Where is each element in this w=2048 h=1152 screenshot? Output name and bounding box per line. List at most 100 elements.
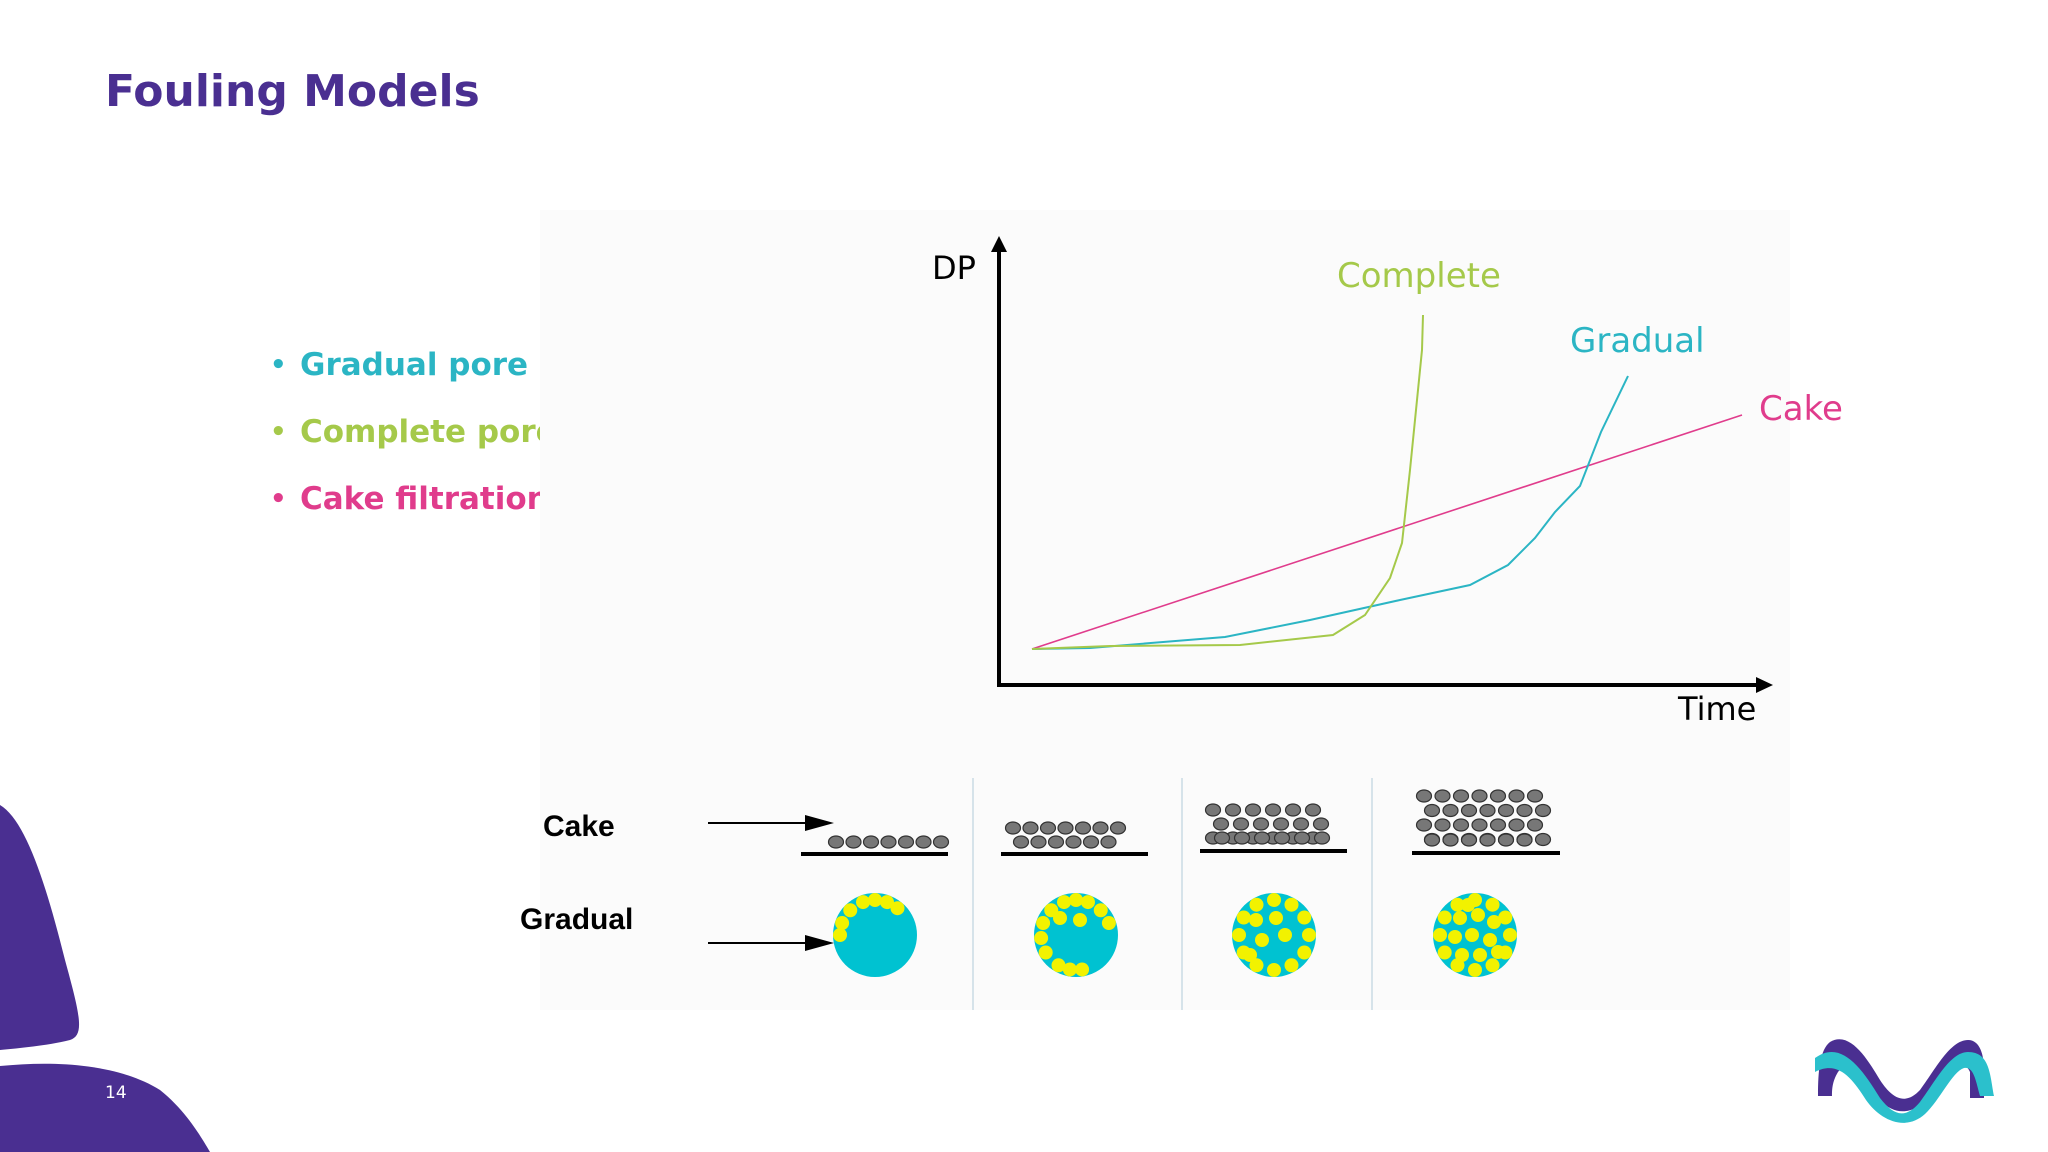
cake-particle — [932, 835, 950, 849]
cake-particle — [845, 835, 862, 849]
cake-particle — [1292, 817, 1310, 831]
cake-particle — [1092, 821, 1109, 835]
cake-particle — [1442, 803, 1459, 818]
cake-particle — [1479, 803, 1496, 818]
cake-particle — [1212, 817, 1230, 831]
cake-particle — [1479, 833, 1496, 847]
pore-particle — [1448, 930, 1462, 944]
pore-particle — [1267, 893, 1281, 907]
cake-particle — [1047, 835, 1065, 849]
pore-particle — [1267, 963, 1281, 977]
m-logo-icon — [1815, 1039, 1994, 1123]
pore-particle — [1503, 928, 1517, 942]
pore-particle — [1465, 928, 1479, 942]
cake-particle — [1252, 817, 1270, 831]
y-axis-label: DP — [932, 249, 976, 287]
pore-particle — [1255, 933, 1269, 947]
cake-particle — [1244, 803, 1262, 817]
pore-particle — [833, 928, 847, 942]
pore-particle — [1249, 913, 1263, 927]
pore-particle — [1498, 910, 1513, 925]
cake-particle — [1022, 821, 1039, 835]
cake-particle — [1497, 833, 1515, 847]
pore-particle — [1075, 962, 1090, 977]
pore-particle — [1433, 928, 1447, 942]
pore-particle — [1101, 916, 1116, 931]
cake-particle — [1204, 803, 1222, 817]
pore-particle — [1236, 910, 1251, 925]
cake-particle — [1460, 803, 1478, 818]
slide-title: Fouling Models — [105, 66, 480, 117]
cake-particle — [1497, 803, 1515, 818]
cake-particle — [1100, 835, 1117, 849]
pore-particle — [868, 893, 882, 907]
pore-particle — [1034, 931, 1049, 946]
cake-particle — [1065, 835, 1082, 849]
cake-particle — [1508, 818, 1525, 832]
cake-particle — [1213, 831, 1231, 845]
pore-particle — [1487, 915, 1501, 929]
pore-particles — [833, 893, 1517, 977]
pore-particle — [1069, 893, 1083, 907]
cake-particle — [1434, 789, 1451, 803]
cake-particle — [862, 835, 880, 849]
bullet-cake: • Cake filtration — [266, 474, 722, 541]
pore-particle — [1038, 945, 1053, 960]
cake-particle — [1030, 835, 1047, 849]
cake-particle — [1452, 789, 1470, 803]
cake-particle — [1293, 831, 1311, 845]
cake-particle — [1434, 818, 1451, 832]
cake-particle — [1534, 832, 1552, 847]
pore-particle — [1297, 910, 1312, 925]
gradual-row-arrowhead — [805, 935, 834, 951]
cake-particle — [880, 835, 897, 849]
pore-particle — [1278, 928, 1292, 942]
cake-particle — [1264, 803, 1282, 817]
pore-particle — [1485, 958, 1500, 973]
complete-curve-label: Complete — [1337, 256, 1501, 296]
decorative-shape-upper — [0, 805, 80, 1050]
pore-particle — [1249, 897, 1264, 912]
cake-particle — [1039, 821, 1057, 835]
cake-particle — [827, 835, 845, 849]
cake-particle — [1284, 803, 1302, 817]
pore-particle — [1232, 928, 1246, 942]
pore-particle — [1284, 897, 1299, 912]
cake-particle — [1253, 831, 1271, 845]
cake-particle — [1224, 803, 1242, 817]
cake-particle — [1233, 831, 1251, 845]
cake-curve-label: Cake — [1759, 389, 1843, 429]
bullet-dot: • — [270, 417, 287, 447]
pore-particle — [1437, 945, 1452, 960]
cake-particle — [1516, 833, 1533, 847]
cake-particle — [915, 835, 932, 849]
pore-particle — [1080, 895, 1095, 910]
cake-particle — [1082, 835, 1100, 849]
cake-particle — [1526, 789, 1544, 803]
pore-particle — [879, 895, 894, 910]
background-panel — [540, 210, 1790, 1010]
cake-curve — [1031, 414, 1743, 650]
pore-particle — [1243, 948, 1257, 962]
cake-particle — [1471, 789, 1488, 803]
cake-particle — [1057, 821, 1074, 835]
pore-particle — [1450, 897, 1465, 912]
pore-particle — [1036, 916, 1051, 931]
page-number: 14 — [105, 1083, 127, 1103]
pore-particle — [835, 916, 850, 931]
cake-particle — [1452, 818, 1470, 832]
complete-curve — [1031, 314, 1424, 650]
decorative-shape-lower — [0, 1063, 210, 1152]
pore-particle — [856, 895, 871, 910]
x-axis-arrowhead — [1756, 677, 1773, 693]
cake-row-arrowhead — [805, 815, 834, 831]
cake-particle — [1074, 821, 1092, 835]
cake-particle — [1012, 835, 1030, 849]
cake-particle — [1516, 803, 1533, 818]
cake-particle — [1312, 817, 1330, 831]
cake-particle — [1423, 833, 1441, 847]
pore-particle — [1485, 897, 1500, 912]
pore-particle — [1057, 895, 1072, 910]
gradual-curve-label: Gradual — [1570, 321, 1705, 361]
